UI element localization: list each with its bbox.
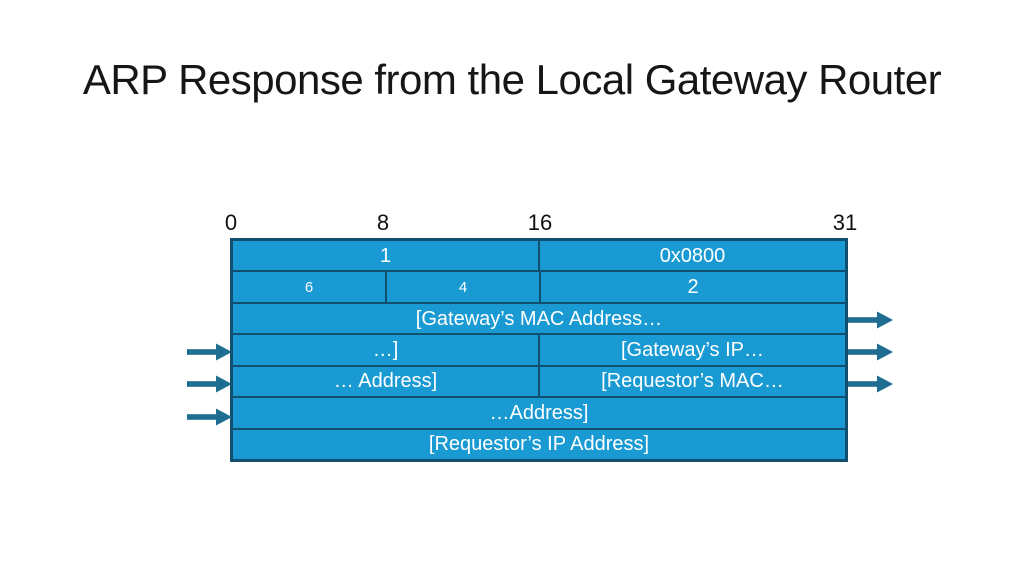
packet-row: [Requestor’s IP Address]	[233, 427, 845, 459]
packet-cell: …Address]	[489, 401, 589, 424]
arrow-right-icon	[848, 343, 893, 361]
bit-label-16: 16	[527, 210, 553, 235]
packet-cell: 6	[304, 278, 314, 296]
arrow-right-icon	[187, 375, 232, 393]
packet-row: … Address] [Requestor’s MAC…	[233, 364, 845, 397]
arrow-right-icon	[187, 408, 232, 426]
packet-cell: [Gateway’s IP…	[538, 335, 845, 365]
slide-title: ARP Response from the Local Gateway Rout…	[82, 56, 942, 103]
bit-label-8: 8	[376, 210, 390, 235]
arrow-right-icon	[848, 311, 893, 329]
packet-row: [Gateway’s MAC Address…	[233, 301, 845, 333]
packet-row: …Address]	[233, 396, 845, 427]
packet-diagram-table: 1 0x0800 6 4 2 [Gateway’s MAC Address… ……	[230, 238, 848, 462]
bit-label-31: 31	[832, 210, 858, 235]
bit-label-0: 0	[224, 210, 238, 235]
packet-cell: …]	[372, 338, 399, 361]
packet-cell: 2	[539, 272, 845, 302]
packet-cell: 0x0800	[538, 241, 845, 271]
arrow-right-icon	[187, 343, 232, 361]
packet-cell: [Gateway’s MAC Address…	[415, 307, 663, 330]
packet-cell: [Requestor’s MAC…	[538, 366, 845, 397]
arrow-right-icon	[848, 375, 893, 393]
packet-cell: 1	[379, 244, 392, 267]
packet-cell: … Address]	[333, 370, 438, 393]
packet-row: …] [Gateway’s IP…	[233, 333, 845, 365]
packet-cell: [Requestor’s IP Address]	[428, 433, 650, 456]
packet-row: 6 4 2	[233, 270, 845, 302]
packet-cell: 4	[385, 272, 539, 302]
packet-row: 1 0x0800	[233, 241, 845, 271]
